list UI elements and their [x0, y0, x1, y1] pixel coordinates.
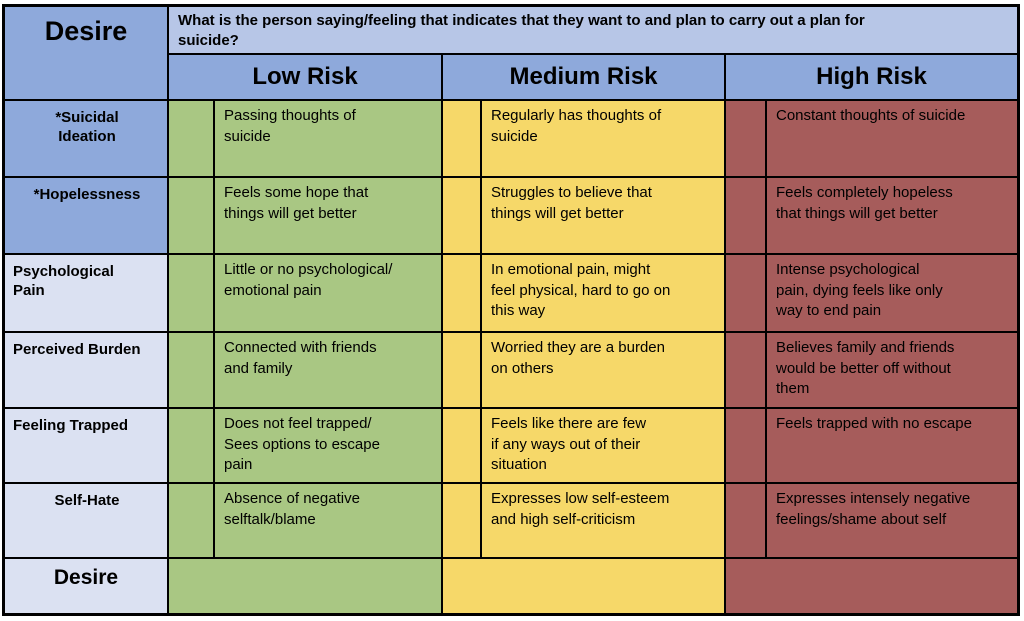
medium-risk-color-strip — [443, 484, 480, 557]
cell-suicidal-ideation-low-risk: Passing thoughts of suicide — [215, 101, 441, 176]
high-risk-color-strip — [726, 484, 765, 557]
footer-desire-label: Desire — [5, 559, 167, 613]
cell-psychological-pain-low-risk: Little or no psychological/ emotional pa… — [215, 255, 441, 331]
desire-risk-assessment-table: Desire What is the person saying/feeling… — [2, 4, 1020, 616]
row-label-suicidal-ideation: *Suicidal Ideation — [5, 101, 167, 176]
cell-perceived-burden-low-risk: Connected with friends and family — [215, 333, 441, 407]
risk-table-grid: Desire What is the person saying/feeling… — [2, 4, 1020, 616]
high-risk-color-strip — [726, 101, 765, 176]
footer-high-risk-cell — [726, 559, 1017, 613]
cell-feeling-trapped-medium-risk: Feels like there are few if any ways out… — [482, 409, 724, 482]
cell-psychological-pain-high-risk: Intense psychological pain, dying feels … — [767, 255, 1017, 331]
row-label-feeling-trapped: Feeling Trapped — [5, 409, 167, 482]
medium-risk-color-strip — [443, 101, 480, 176]
high-risk-color-strip — [726, 409, 765, 482]
low-risk-color-strip — [169, 484, 213, 557]
high-risk-color-strip — [726, 178, 765, 253]
row-label-psychological-pain: Psychological Pain — [5, 255, 167, 331]
low-risk-color-strip — [169, 178, 213, 253]
column-header-high-risk: High Risk — [726, 55, 1017, 99]
medium-risk-color-strip — [443, 409, 480, 482]
cell-self-hate-medium-risk: Expresses low self-esteem and high self-… — [482, 484, 724, 557]
cell-self-hate-low-risk: Absence of negative selftalk/blame — [215, 484, 441, 557]
low-risk-color-strip — [169, 333, 213, 407]
high-risk-color-strip — [726, 333, 765, 407]
row-label-hopelessness: *Hopelessness — [5, 178, 167, 253]
low-risk-color-strip — [169, 409, 213, 482]
cell-suicidal-ideation-high-risk: Constant thoughts of suicide — [767, 101, 1017, 176]
high-risk-color-strip — [726, 255, 765, 331]
low-risk-color-strip — [169, 255, 213, 331]
column-header-medium-risk: Medium Risk — [443, 55, 724, 99]
cell-perceived-burden-medium-risk: Worried they are a burden on others — [482, 333, 724, 407]
cell-psychological-pain-medium-risk: In emotional pain, might feel physical, … — [482, 255, 724, 331]
column-header-low-risk: Low Risk — [169, 55, 441, 99]
cell-suicidal-ideation-medium-risk: Regularly has thoughts of suicide — [482, 101, 724, 176]
question-cell: What is the person saying/feeling that i… — [169, 7, 1017, 53]
medium-risk-color-strip — [443, 333, 480, 407]
cell-hopelessness-medium-risk: Struggles to believe that things will ge… — [482, 178, 724, 253]
cell-hopelessness-low-risk: Feels some hope that things will get bet… — [215, 178, 441, 253]
cell-feeling-trapped-high-risk: Feels trapped with no escape — [767, 409, 1017, 482]
medium-risk-color-strip — [443, 178, 480, 253]
row-label-self-hate: Self-Hate — [5, 484, 167, 557]
corner-desire-label: Desire — [5, 7, 167, 99]
cell-self-hate-high-risk: Expresses intensely negative feelings/sh… — [767, 484, 1017, 557]
cell-feeling-trapped-low-risk: Does not feel trapped/ Sees options to e… — [215, 409, 441, 482]
medium-risk-color-strip — [443, 255, 480, 331]
row-label-perceived-burden: Perceived Burden — [5, 333, 167, 407]
footer-low-risk-cell — [169, 559, 441, 613]
cell-hopelessness-high-risk: Feels completely hopeless that things wi… — [767, 178, 1017, 253]
low-risk-color-strip — [169, 101, 213, 176]
footer-medium-risk-cell — [443, 559, 724, 613]
cell-perceived-burden-high-risk: Believes family and friends would be bet… — [767, 333, 1017, 407]
